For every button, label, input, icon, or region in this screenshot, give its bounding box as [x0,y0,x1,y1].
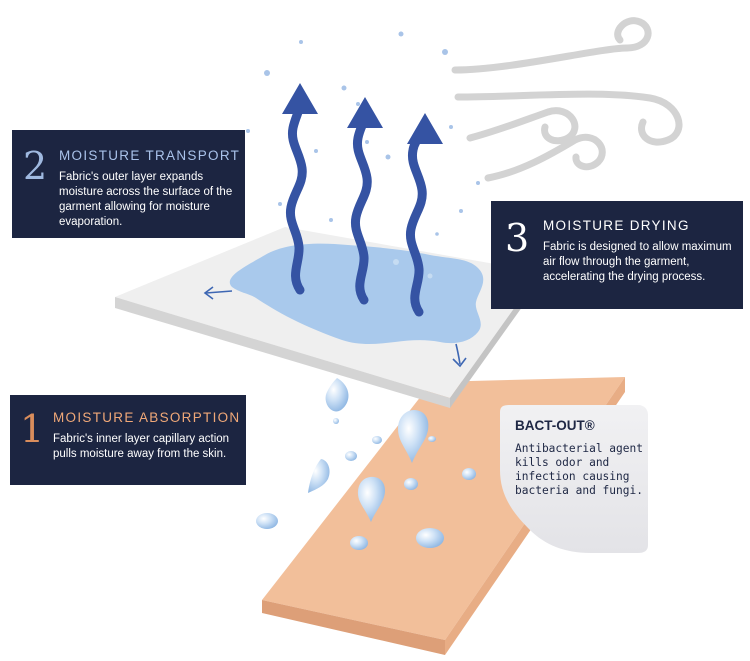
water-drop-icon [428,436,436,442]
step-1-moisture-absorption: 1 MOISTURE ABSORPTION Fabric's inner lay… [10,395,246,485]
step-description: Fabric's inner layer capillary action pu… [53,433,230,460]
water-drop-icon [357,476,385,522]
fabric-layer [115,227,540,408]
water-drop-icon [398,410,429,463]
step-3-moisture-drying: 3 MOISTURE DRYING Fabric is designed to … [491,201,743,309]
water-drop-icon [350,536,368,550]
water-drop-icon [345,451,357,461]
step-description: Fabric is designed to allow maximum air … [543,241,732,283]
vapor-dots [246,31,480,236]
step-number: 2 [23,144,48,188]
water-drop-icon [404,478,418,490]
water-drops [256,378,476,550]
step-number: 1 [20,407,45,451]
water-drop-icon [416,528,444,548]
water-drop-icon [325,378,349,412]
step-description: Fabric's outer layer expands moisture ac… [59,171,233,228]
step-title: MOISTURE DRYING [543,218,690,233]
step-title: MOISTURE TRANSPORT [59,148,241,163]
water-drop-icon [462,468,476,480]
up-arrow-icon [282,83,318,295]
spread-arrow-icon [203,286,233,300]
up-arrow-icon [347,97,383,305]
step-title: MOISTURE ABSORPTION [53,410,241,425]
step-2-moisture-transport: 2 MOISTURE TRANSPORT Fabric's outer laye… [12,130,245,238]
water-drop-icon [308,459,330,493]
bact-out-callout-shape [500,405,648,553]
step-number: 3 [505,216,530,260]
water-drop-icon [372,436,382,444]
wind-icon [451,17,683,182]
callout-description: Antibacterial agent kills odor and infec… [515,442,643,497]
up-arrow-icon [405,113,443,317]
spread-arrow-icon [452,343,467,368]
callout-title: BACT-OUT® [515,418,595,433]
water-drop-icon [333,418,339,424]
water-drop-icon [256,513,278,529]
